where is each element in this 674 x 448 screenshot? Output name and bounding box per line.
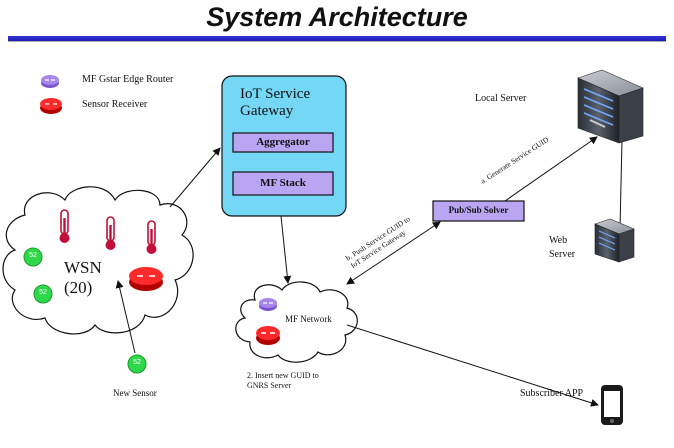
sensor-badge-label: 52	[133, 359, 141, 366]
aggregator-box	[232, 132, 334, 153]
local-server-label: Local Server	[475, 93, 527, 104]
pubsub-label: Pub/Sub Solver	[448, 205, 509, 215]
sensor-node-icon	[33, 284, 53, 304]
legend-router-label: MF Gstar Edge Router	[82, 74, 174, 85]
wsn-label-line2: (20)	[64, 278, 93, 297]
receiver-icon	[256, 326, 280, 345]
router-icon	[259, 298, 277, 311]
gateway-title-line2: Gateway	[240, 103, 294, 119]
receiver-icon	[129, 267, 163, 291]
gateway-title: IoT Service Gateway	[240, 86, 340, 120]
wsn-label: WSN (20)	[64, 258, 102, 298]
local-server-icon	[577, 69, 644, 144]
insert-guid-label: 2. Insert new GUID to GNRS Server	[247, 371, 319, 391]
smartphone-icon	[601, 385, 623, 425]
sensor-badge-label: 52	[39, 289, 47, 296]
gateway-title-line1: IoT Service	[240, 86, 311, 102]
aggregator-label: Aggregator	[256, 136, 310, 148]
insert-guid-line2: GNRS Server	[247, 381, 292, 390]
sensor-node-icon	[23, 247, 43, 267]
thermometer-icon	[105, 216, 116, 250]
mf-stack-box	[232, 171, 334, 196]
wsn-label-line1: WSN	[64, 258, 102, 277]
insert-guid-line1: 2. Insert new GUID to	[247, 371, 319, 380]
router-icon	[41, 75, 59, 88]
legend-receiver-label: Sensor Receiver	[82, 99, 148, 110]
title-underline-bar	[8, 36, 666, 42]
web-server-label: Web Server	[549, 234, 575, 262]
mf-network-label: MF Network	[285, 314, 332, 324]
thermometer-icon	[59, 209, 70, 243]
web-server-line1: Web	[549, 235, 568, 246]
subscriber-app-label: Subscriber APP	[520, 388, 584, 399]
mf-stack-label: MF Stack	[260, 177, 306, 189]
web-server-line2: Server	[549, 249, 576, 260]
slide-title: System Architecture	[206, 2, 468, 32]
web-server-icon	[594, 218, 635, 263]
pubsub-solver-box	[432, 200, 525, 222]
receiver-icon	[40, 98, 62, 114]
sensor-node-icon	[127, 354, 147, 374]
thermometer-icon	[146, 220, 157, 254]
sensor-badge-label: 52	[29, 252, 37, 259]
new-sensor-label: New Sensor	[113, 388, 157, 398]
